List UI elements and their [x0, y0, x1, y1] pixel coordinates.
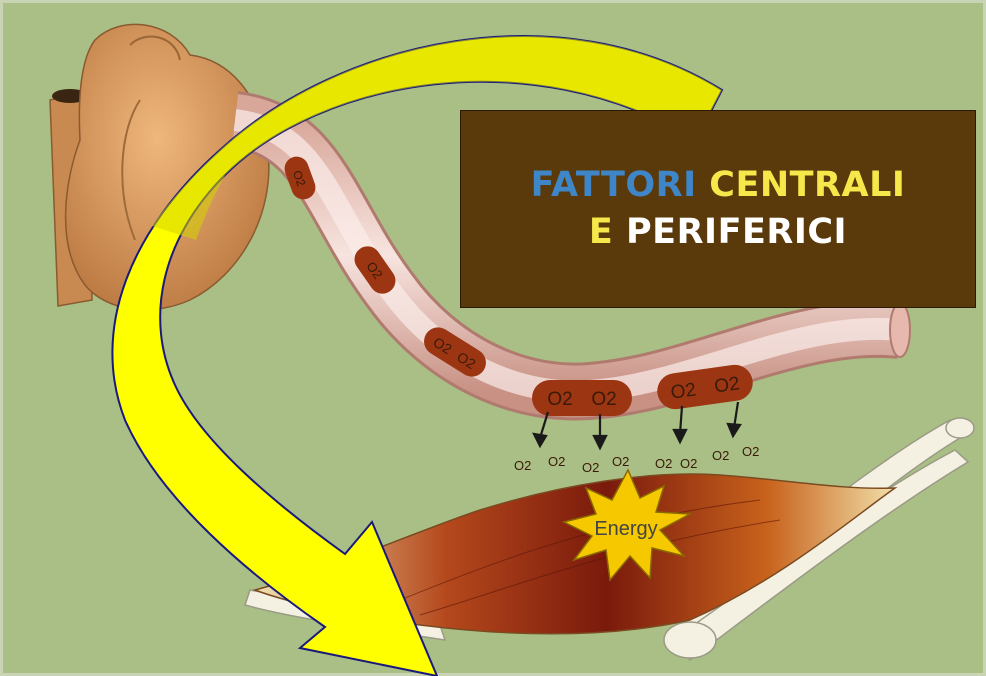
svg-text:O2: O2: [514, 458, 531, 473]
svg-text:O2: O2: [655, 456, 672, 471]
svg-text:O2: O2: [680, 456, 697, 471]
svg-text:O2: O2: [591, 389, 616, 410]
svg-text:O2: O2: [582, 460, 599, 475]
title-line-1: FATTORI CENTRALI: [531, 162, 906, 209]
svg-text:O2: O2: [712, 448, 729, 463]
svg-text:O2: O2: [742, 444, 759, 459]
title-line-2: E PERIFERICI: [589, 209, 847, 256]
title-box: FATTORI CENTRALI E PERIFERICI: [460, 110, 976, 308]
title-word-periferici: PERIFERICI: [626, 212, 847, 252]
blood-cell: O2 O2: [532, 380, 632, 416]
svg-text:O2: O2: [669, 379, 697, 403]
svg-text:O2: O2: [548, 454, 565, 469]
svg-text:O2: O2: [713, 373, 741, 397]
svg-text:Energy: Energy: [594, 518, 657, 540]
title-word-e: E: [589, 212, 613, 252]
svg-text:O2: O2: [547, 389, 572, 410]
title-word-centrali: CENTRALI: [709, 165, 905, 205]
title-word-fattori: FATTORI: [531, 165, 697, 205]
svg-text:O2: O2: [612, 454, 629, 469]
